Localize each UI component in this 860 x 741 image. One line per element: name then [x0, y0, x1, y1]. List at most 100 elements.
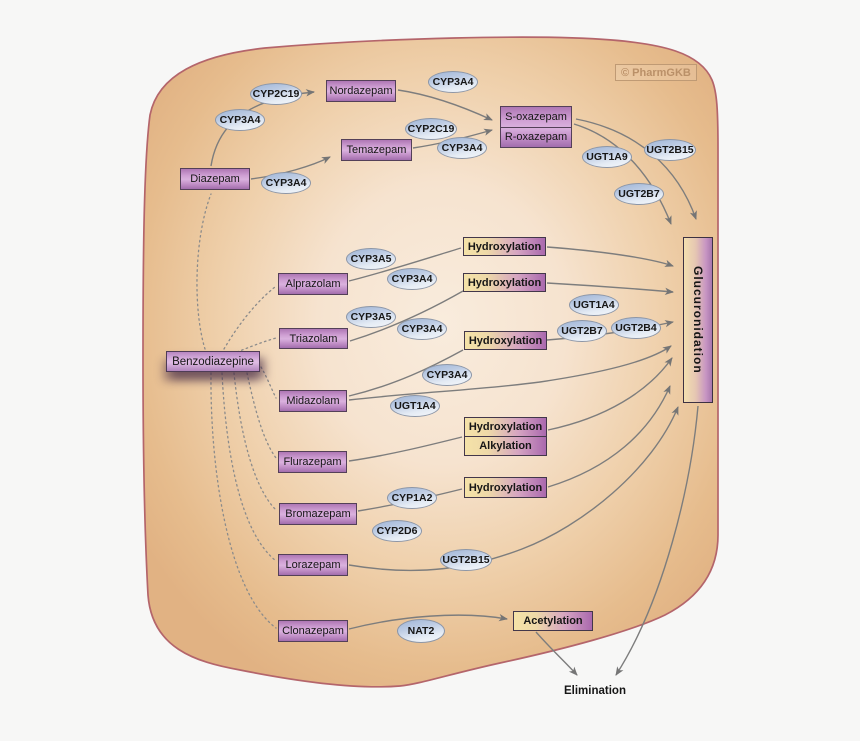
link-benzodiazepine-clonazepam — [210, 372, 277, 629]
process-hydroxylation-midazolam[interactable]: Hydroxylation — [464, 331, 547, 350]
process-acetylation[interactable]: Acetylation — [513, 611, 593, 631]
enzyme-label: CYP3A4 — [426, 369, 468, 381]
node-triazolam[interactable]: Triazolam — [279, 328, 348, 349]
enzyme-cyp3a4-nordazepam-oxazepam[interactable]: CYP3A4 — [428, 71, 478, 93]
dashed-links — [196, 193, 277, 629]
arrow-hydroxylation5-glucuronidation — [547, 385, 671, 488]
enzyme-label: CYP2D6 — [376, 525, 418, 537]
enzyme-label: CYP1A2 — [391, 492, 433, 504]
enzyme-cyp3a4-diazepam-temazepam[interactable]: CYP3A4 — [261, 172, 311, 194]
enzyme-cyp3a5-alprazolam[interactable]: CYP3A5 — [346, 248, 396, 270]
pharmgkb-watermark: © PharmGKB — [615, 64, 697, 81]
node-bromazepam[interactable]: Bromazepam — [279, 503, 357, 525]
process-label: Glucuronidation — [691, 266, 705, 374]
enzyme-cyp1a2[interactable]: CYP1A2 — [387, 487, 437, 509]
enzyme-ugt2b15-oxazepam[interactable]: UGT2B15 — [644, 139, 696, 161]
enzyme-cyp3a4-diazepam-nordazepam[interactable]: CYP3A4 — [215, 109, 265, 131]
node-label: Flurazepam — [283, 456, 342, 468]
node-alprazolam[interactable]: Alprazolam — [278, 273, 348, 295]
node-nordazepam[interactable]: Nordazepam — [326, 80, 396, 102]
node-label: S-oxazepam — [505, 110, 567, 123]
enzyme-cyp2d6[interactable]: CYP2D6 — [372, 520, 422, 542]
process-label: Hydroxylation — [468, 481, 543, 494]
enzyme-label: UGT1A4 — [394, 400, 436, 412]
node-label: R-oxazepam — [504, 131, 568, 144]
enzyme-label: CYP3A4 — [391, 273, 433, 285]
node-flurazepam[interactable]: Flurazepam — [278, 451, 347, 473]
node-label: Clonazepam — [282, 625, 344, 637]
process-label: Hydroxylation — [468, 334, 543, 347]
link-benzodiazepine-alprazolam — [223, 286, 276, 350]
enzyme-label: CYP3A4 — [441, 142, 483, 154]
enzyme-label: UGT2B15 — [646, 144, 694, 156]
enzyme-label: UGT2B7 — [561, 325, 603, 337]
enzyme-label: NAT2 — [407, 625, 435, 637]
node-clonazepam[interactable]: Clonazepam — [278, 620, 348, 642]
arrow-clonazepam-acetylation — [348, 613, 508, 630]
enzyme-ugt1a9[interactable]: UGT1A9 — [582, 146, 632, 168]
enzyme-cyp3a4-alprazolam[interactable]: CYP3A4 — [387, 268, 437, 290]
node-label: Lorazepam — [285, 559, 341, 571]
arrow-oxazepam-glucuronidation-1 — [573, 123, 672, 225]
node-benzodiazepine[interactable]: Benzodiazepine — [161, 347, 260, 372]
enzyme-label: CYP3A5 — [350, 311, 392, 323]
arrow-midazolam-glucuronidation — [348, 345, 672, 401]
node-r-oxazepam[interactable]: R-oxazepam — [501, 126, 571, 148]
arrow-stack-glucuronidation — [547, 357, 673, 431]
process-hydroxylation-flurazepam[interactable]: Hydroxylation — [464, 417, 547, 437]
arrow-diazepam-temazepam — [250, 156, 331, 180]
enzyme-ugt1a4-midazolam[interactable]: UGT1A4 — [390, 395, 440, 417]
process-label: Hydroxylation — [468, 421, 543, 433]
arrow-hydroxylation2-glucuronidation — [546, 282, 674, 295]
enzyme-label: UGT2B15 — [442, 554, 490, 566]
enzyme-label: CYP3A5 — [350, 253, 392, 265]
enzyme-ugt2b15-lorazepam[interactable]: UGT2B15 — [440, 549, 492, 571]
node-label: Benzodiazepine — [172, 355, 254, 368]
node-lorazepam[interactable]: Lorazepam — [278, 554, 348, 576]
node-label: Triazolam — [289, 332, 338, 345]
process-hydroxylation-alprazolam[interactable]: Hydroxylation — [463, 237, 546, 256]
arrow-acetylation-elimination — [535, 631, 578, 676]
enzyme-ugt1a4-cluster[interactable]: UGT1A4 — [569, 294, 619, 316]
enzyme-ugt2b4-cluster[interactable]: UGT2B4 — [611, 317, 661, 339]
enzyme-label: CYP3A4 — [401, 323, 443, 335]
enzyme-cyp3a5-triazolam[interactable]: CYP3A5 — [346, 306, 396, 328]
enzyme-ugt2b7-oxazepam[interactable]: UGT2B7 — [614, 183, 664, 205]
node-temazepam[interactable]: Temazepam — [341, 139, 412, 161]
process-hydroxylation-bromazepam[interactable]: Hydroxylation — [464, 477, 547, 498]
node-diazepam[interactable]: Diazepam — [180, 168, 250, 190]
enzyme-ugt2b7-cluster[interactable]: UGT2B7 — [557, 320, 607, 342]
enzyme-cyp2c19-temazepam-oxazepam[interactable]: CYP2C19 — [405, 118, 457, 140]
node-s-oxazepam[interactable]: S-oxazepam — [501, 107, 571, 127]
enzyme-label: UGT1A9 — [586, 151, 628, 163]
enzyme-cyp3a4-triazolam[interactable]: CYP3A4 — [397, 318, 447, 340]
node-midazolam[interactable]: Midazolam — [279, 390, 347, 412]
node-label: Nordazepam — [329, 85, 393, 97]
process-label: Alkylation — [479, 440, 532, 452]
process-alkylation-flurazepam[interactable]: Alkylation — [464, 437, 547, 456]
line-flurazepam-stack — [348, 436, 463, 462]
line-triazolam-hydroxylation — [349, 290, 464, 342]
arrow-hydroxylation1-glucuronidation — [546, 246, 674, 267]
node-label: Diazepam — [190, 173, 240, 185]
node-oxazepam-group[interactable]: S-oxazepam R-oxazepam — [500, 106, 572, 148]
enzyme-cyp3a4-midazolam[interactable]: CYP3A4 — [422, 364, 472, 386]
node-label: Bromazepam — [285, 508, 351, 520]
node-label: Midazolam — [286, 395, 340, 407]
link-benzodiazepine-lorazepam — [221, 372, 277, 562]
process-hydroxylation-triazolam[interactable]: Hydroxylation — [463, 273, 546, 292]
arrow-glucuronidation-elimination — [615, 405, 699, 676]
arrow-lorazepam-glucuronidation — [348, 406, 679, 572]
process-label: Hydroxylation — [467, 240, 542, 253]
enzyme-nat2[interactable]: NAT2 — [397, 619, 445, 643]
enzyme-label: UGT1A4 — [573, 299, 615, 311]
link-benzodiazepine-triazolam — [236, 337, 277, 353]
link-benzodiazepine-bromazepam — [233, 372, 277, 511]
enzyme-cyp2c19-diazepam-nordazepam[interactable]: CYP2C19 — [250, 83, 302, 105]
enzyme-cyp3a4-temazepam-oxazepam[interactable]: CYP3A4 — [437, 137, 487, 159]
process-label: Hydroxylation — [467, 276, 542, 289]
process-glucuronidation[interactable]: Glucuronidation — [683, 237, 713, 403]
elimination-label: Elimination — [564, 685, 626, 697]
line-alprazolam-hydroxylation — [348, 247, 462, 282]
